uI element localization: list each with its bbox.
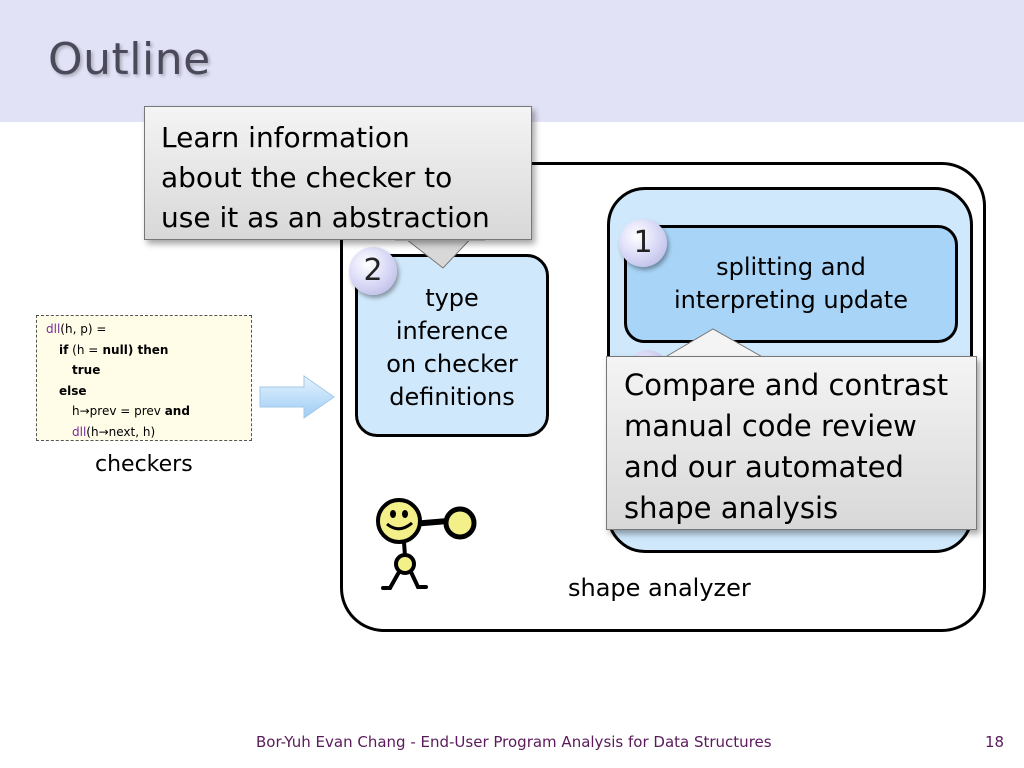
callout-line: shape analysis <box>624 491 839 525</box>
checker-code-token: (h→next, h) <box>86 424 156 439</box>
type-inference-line: inference <box>395 317 509 345</box>
checker-code-token: true <box>72 363 101 377</box>
splitting-box: splitting and interpreting update <box>624 225 958 343</box>
footer-text: Bor-Yuh Evan Chang - End-User Program An… <box>256 733 772 751</box>
type-inference-line: type <box>425 284 479 312</box>
checker-code-token: h→prev = prev <box>72 404 165 418</box>
callout-line: use it as an abstraction <box>161 201 490 234</box>
splitting-line: interpreting update <box>674 286 908 314</box>
checker-code-line: h→prev = prev and <box>46 401 251 422</box>
checker-code-line: dll(h, p) = <box>46 319 251 340</box>
callout-learn-information: Learn information about the checker to u… <box>144 106 532 240</box>
checker-code-line: else <box>46 381 251 402</box>
type-inference-line: definitions <box>389 383 515 411</box>
shape-analyzer-label: shape analyzer <box>568 574 751 602</box>
checker-code-line: true <box>46 360 251 381</box>
callout-line: and our automated <box>624 450 904 484</box>
slide-title: Outline <box>48 34 211 85</box>
checker-code-token: dll <box>46 322 61 336</box>
checker-code-line: dll(h→next, h) <box>46 422 251 443</box>
step-badge-1: 1 <box>619 219 667 267</box>
splitting-line: splitting and <box>716 253 866 281</box>
checker-code-token: else <box>59 383 87 398</box>
title-band <box>0 0 1024 122</box>
checker-code-line: if (h = null) then <box>46 340 251 361</box>
checker-code-token: dll <box>72 424 87 439</box>
type-inference-line: on checker <box>386 350 518 378</box>
detective-figure-icon <box>376 498 477 590</box>
checker-code-token: null) <box>98 342 138 357</box>
callout-compare-contrast: Compare and contrast manual code review … <box>606 356 977 530</box>
checker-code-token: (h, p) = <box>60 322 107 336</box>
callout-line: Compare and contrast <box>624 368 949 402</box>
callout-line: about the checker to <box>161 161 453 194</box>
checker-code-token: and <box>164 404 190 418</box>
arrow-right-icon <box>259 375 335 419</box>
step-badge-2: 2 <box>349 247 397 295</box>
checker-code-token: then <box>137 342 169 357</box>
callout-line: manual code review <box>624 409 917 443</box>
checkers-label: checkers <box>95 452 193 477</box>
checker-code-token: if <box>59 342 69 357</box>
checker-code-token: = <box>88 342 99 357</box>
checker-code-token: (h <box>68 342 89 357</box>
callout-line: Learn information <box>161 121 410 154</box>
page-number: 18 <box>985 733 1005 751</box>
